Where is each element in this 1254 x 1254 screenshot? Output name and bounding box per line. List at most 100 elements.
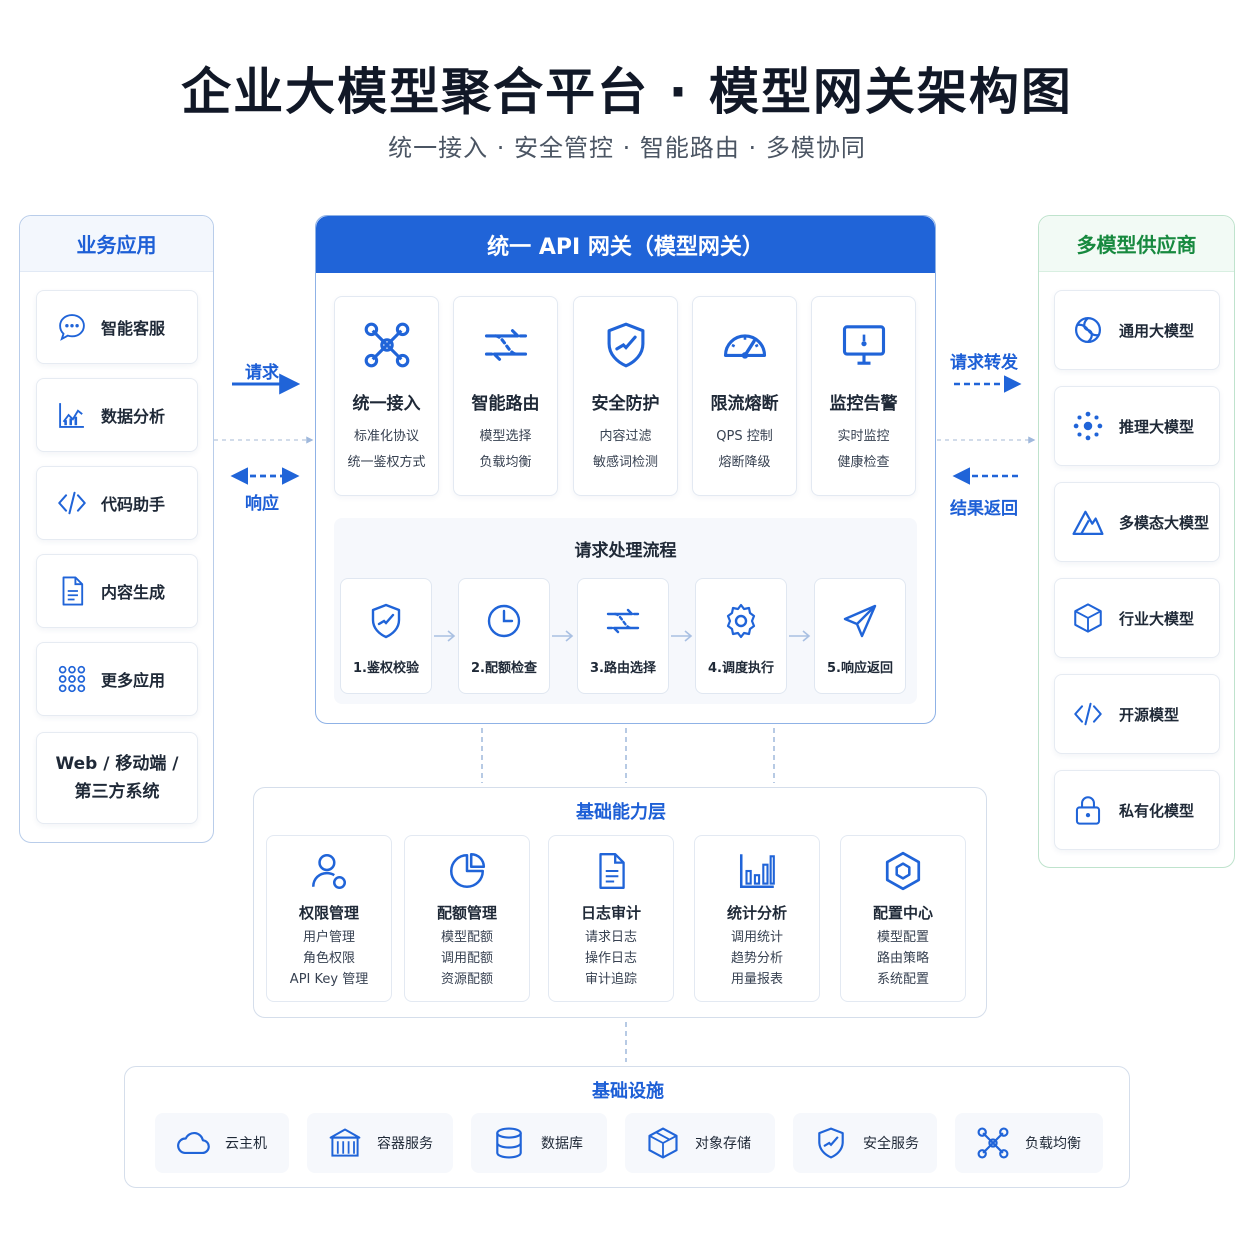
infra-cloud-host[interactable]: 云主机 (155, 1113, 289, 1173)
gauge-icon (719, 319, 771, 371)
infra-label: 安全服务 (863, 1136, 919, 1152)
base-permission[interactable]: 权限管理 用户管理角色权限 API Key 管理 (266, 835, 392, 1002)
route-icon (603, 601, 643, 641)
feature-sub: 模型选择 (479, 429, 532, 444)
app-card-customer-service[interactable]: 智能客服 (36, 290, 198, 364)
provider-label: 私有化模型 (1119, 801, 1195, 820)
clients-line-1: Web / 移动端 / (55, 754, 179, 774)
infra-database[interactable]: 数据库 (471, 1113, 607, 1173)
request-label: 请求 (245, 363, 279, 383)
app-label: 代码助手 (101, 495, 166, 514)
grid-icon (55, 662, 89, 696)
step-label: 2.配额检查 (471, 661, 537, 676)
flow-step-routing[interactable]: 3.路由选择 (577, 578, 669, 694)
base-item-title: 权限管理 (298, 904, 359, 922)
provider-general[interactable]: 通用大模型 (1054, 290, 1220, 370)
base-audit[interactable]: 日志审计 请求日志操作日志审计追踪 (548, 835, 674, 1002)
step-label: 1.鉴权校验 (353, 661, 419, 676)
forward-label: 请求转发 (950, 353, 1018, 373)
feature-sub: 标准化协议 (353, 429, 419, 444)
base-item-title: 日志审计 (580, 904, 641, 922)
app-card-code-assistant[interactable]: 代码助手 (36, 466, 198, 540)
business-apps-panel: 业务应用 智能客服 数据分析 代码助手 内容生成 更多应用 Web / 移动端 … (19, 215, 214, 843)
provider-private[interactable]: 私有化模型 (1054, 770, 1220, 850)
infrastructure-panel: 基础设施 云主机 容器服务 数据库 对象存储 安全服务 负载均衡 (124, 1066, 1130, 1188)
model-providers-panel: 多模型供应商 通用大模型 推理大模型 多模态大模型 行业大模型 开源模型 私有化… (1038, 215, 1235, 868)
bar-chart-icon (736, 850, 778, 892)
step-label: 3.路由选择 (590, 661, 656, 676)
user-icon (308, 850, 350, 892)
return-label: 结果返回 (950, 499, 1018, 519)
shield-icon (600, 319, 652, 371)
app-label: 内容生成 (101, 583, 166, 602)
base-item-line: API Key 管理 (289, 972, 369, 987)
base-capability-panel: 基础能力层 权限管理 用户管理角色权限 API Key 管理 配额管理 模型配额调… (253, 787, 987, 1018)
provider-multimodal[interactable]: 多模态大模型 (1054, 482, 1220, 562)
feature-rate-limit[interactable]: 限流熔断 QPS 控制熔断降级 (692, 296, 797, 496)
feature-title: 限流熔断 (710, 394, 779, 414)
step-label: 5.响应返回 (827, 661, 893, 676)
request-flow-box: 请求处理流程 1.鉴权校验 2.配额检查 3.路由选择 4.调度执行 (334, 518, 917, 704)
base-item-line: 趋势分析 (730, 951, 783, 966)
feature-title: 智能路由 (471, 394, 540, 414)
route-icon (480, 319, 532, 371)
feature-sub: 统一鉴权方式 (347, 455, 426, 470)
clients-line-2: 第三方系统 (74, 782, 160, 802)
feature-unified-access[interactable]: 统一接入 标准化协议统一鉴权方式 (334, 296, 439, 496)
mountain-icon (1071, 505, 1105, 539)
app-card-content-generation[interactable]: 内容生成 (36, 554, 198, 628)
chart-icon (55, 398, 89, 432)
base-title: 基础能力层 (576, 802, 666, 823)
provider-reasoning[interactable]: 推理大模型 (1054, 386, 1220, 466)
feature-sub: QPS 控制 (716, 429, 773, 444)
flow-step-dispatch[interactable]: 4.调度执行 (695, 578, 787, 694)
provider-label: 开源模型 (1119, 705, 1180, 724)
infra-object-storage[interactable]: 对象存储 (625, 1113, 775, 1173)
provider-open-source[interactable]: 开源模型 (1054, 674, 1220, 754)
provider-industry[interactable]: 行业大模型 (1054, 578, 1220, 658)
base-item-title: 配置中心 (872, 904, 933, 922)
base-item-line: 调用统计 (730, 930, 783, 945)
app-card-data-analysis[interactable]: 数据分析 (36, 378, 198, 452)
infra-label: 负载均衡 (1025, 1136, 1081, 1152)
app-label: 智能客服 (101, 319, 166, 338)
base-config-center[interactable]: 配置中心 模型配置路由策略系统配置 (840, 835, 966, 1002)
feature-sub: 实时监控 (837, 429, 890, 444)
base-item-line: 用户管理 (302, 930, 355, 945)
app-label: 数据分析 (101, 407, 166, 426)
feature-sub: 敏感词检测 (592, 455, 658, 470)
app-card-clients[interactable]: Web / 移动端 / 第三方系统 (36, 732, 198, 824)
gateway-title: 统一 API 网关（模型网关） (316, 216, 935, 273)
code-icon (55, 486, 89, 520)
send-icon (840, 601, 880, 641)
base-item-line: 审计追踪 (584, 972, 637, 987)
infra-label: 数据库 (541, 1136, 583, 1152)
flow-step-quota[interactable]: 2.配额检查 (458, 578, 550, 694)
infra-security[interactable]: 安全服务 (793, 1113, 937, 1173)
dots-icon (1071, 409, 1105, 443)
flow-step-response[interactable]: 5.响应返回 (814, 578, 906, 694)
feature-monitoring[interactable]: 监控告警 实时监控健康检查 (811, 296, 916, 496)
monitor-icon (838, 319, 890, 371)
base-statistics[interactable]: 统计分析 调用统计趋势分析用量报表 (694, 835, 820, 1002)
feature-security[interactable]: 安全防护 内容过滤敏感词检测 (573, 296, 678, 496)
infra-container[interactable]: 容器服务 (307, 1113, 453, 1173)
chat-icon (55, 310, 89, 344)
container-icon (327, 1125, 363, 1161)
provider-label: 行业大模型 (1119, 609, 1195, 628)
app-label: 更多应用 (101, 671, 166, 690)
provider-label: 通用大模型 (1119, 321, 1195, 340)
infra-load-balancer[interactable]: 负载均衡 (955, 1113, 1103, 1173)
base-quota[interactable]: 配额管理 模型配额调用配额资源配额 (404, 835, 530, 1002)
base-item-line: 角色权限 (302, 951, 355, 966)
cube-icon (1071, 601, 1105, 635)
flow-step-auth[interactable]: 1.鉴权校验 (340, 578, 432, 694)
feature-title: 安全防护 (591, 394, 660, 414)
lock-icon (1071, 793, 1105, 827)
api-gateway-panel: 统一 API 网关（模型网关） 统一接入 标准化协议统一鉴权方式 智能路由 模型… (315, 215, 936, 724)
response-label: 响应 (245, 494, 279, 514)
feature-smart-routing[interactable]: 智能路由 模型选择负载均衡 (453, 296, 558, 496)
hexagon-icon (882, 850, 924, 892)
app-card-more-apps[interactable]: 更多应用 (36, 642, 198, 716)
